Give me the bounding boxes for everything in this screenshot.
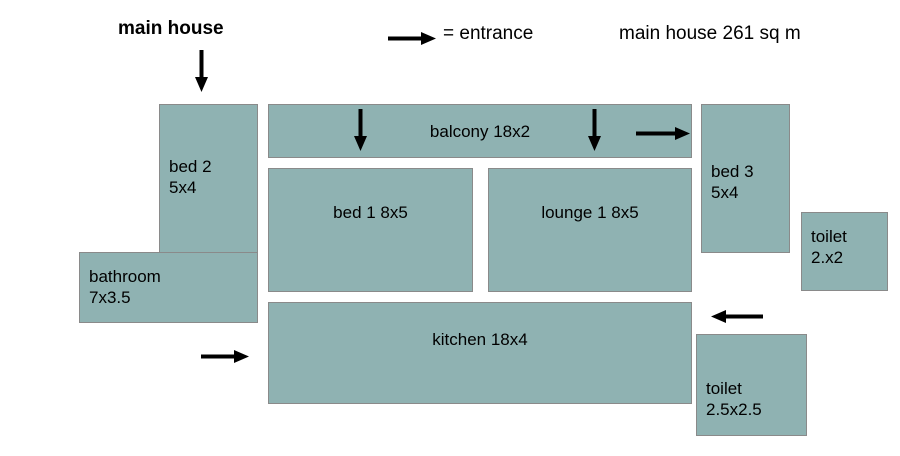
room-label-kitchen: kitchen 18x4 (432, 330, 528, 349)
arrow-title-pointer-down-icon (193, 50, 210, 92)
room-bed-2[interactable]: bed 2 5x4 (159, 104, 258, 253)
arrow-balcony-entrance-1-down-icon (352, 109, 369, 151)
room-kitchen[interactable]: kitchen 18x4 (268, 302, 692, 404)
page-title: main house (118, 18, 224, 39)
room-label-toilet-1: toilet 2.x2 (811, 227, 847, 267)
room-label-bed-1: bed 1 8x5 (333, 203, 408, 222)
legend-entrance-label: = entrance (443, 23, 534, 44)
room-label-bathroom: bathroom 7x3.5 (89, 267, 161, 307)
room-label-bed-2: bed 2 5x4 (169, 157, 212, 197)
room-bathroom[interactable]: bathroom 7x3.5 (79, 252, 258, 323)
arrow-legend-entrance-right-icon (388, 30, 436, 47)
room-label-lounge-1: lounge 1 8x5 (541, 203, 639, 222)
room-balcony[interactable]: balcony 18x2 (268, 104, 692, 158)
room-lounge-1[interactable]: lounge 1 8x5 (488, 168, 692, 292)
room-bed-3[interactable]: bed 3 5x4 (701, 104, 790, 253)
arrow-kitchen-entrance-right-icon (201, 348, 249, 365)
room-label-bed-3: bed 3 5x4 (711, 162, 754, 202)
room-toilet-1[interactable]: toilet 2.x2 (801, 212, 888, 291)
room-bed-1[interactable]: bed 1 8x5 (268, 168, 473, 292)
legend-area-note: main house 261 sq m (619, 23, 801, 44)
arrow-toilet-entrance-left-icon (711, 308, 763, 325)
room-label-toilet-2: toilet 2.5x2.5 (706, 379, 762, 419)
arrow-balcony-entrance-2-down-icon (586, 109, 603, 151)
room-toilet-2[interactable]: toilet 2.5x2.5 (696, 334, 807, 436)
room-label-balcony: balcony 18x2 (429, 122, 531, 141)
arrow-balcony-entrance-3-right-icon (636, 125, 690, 142)
